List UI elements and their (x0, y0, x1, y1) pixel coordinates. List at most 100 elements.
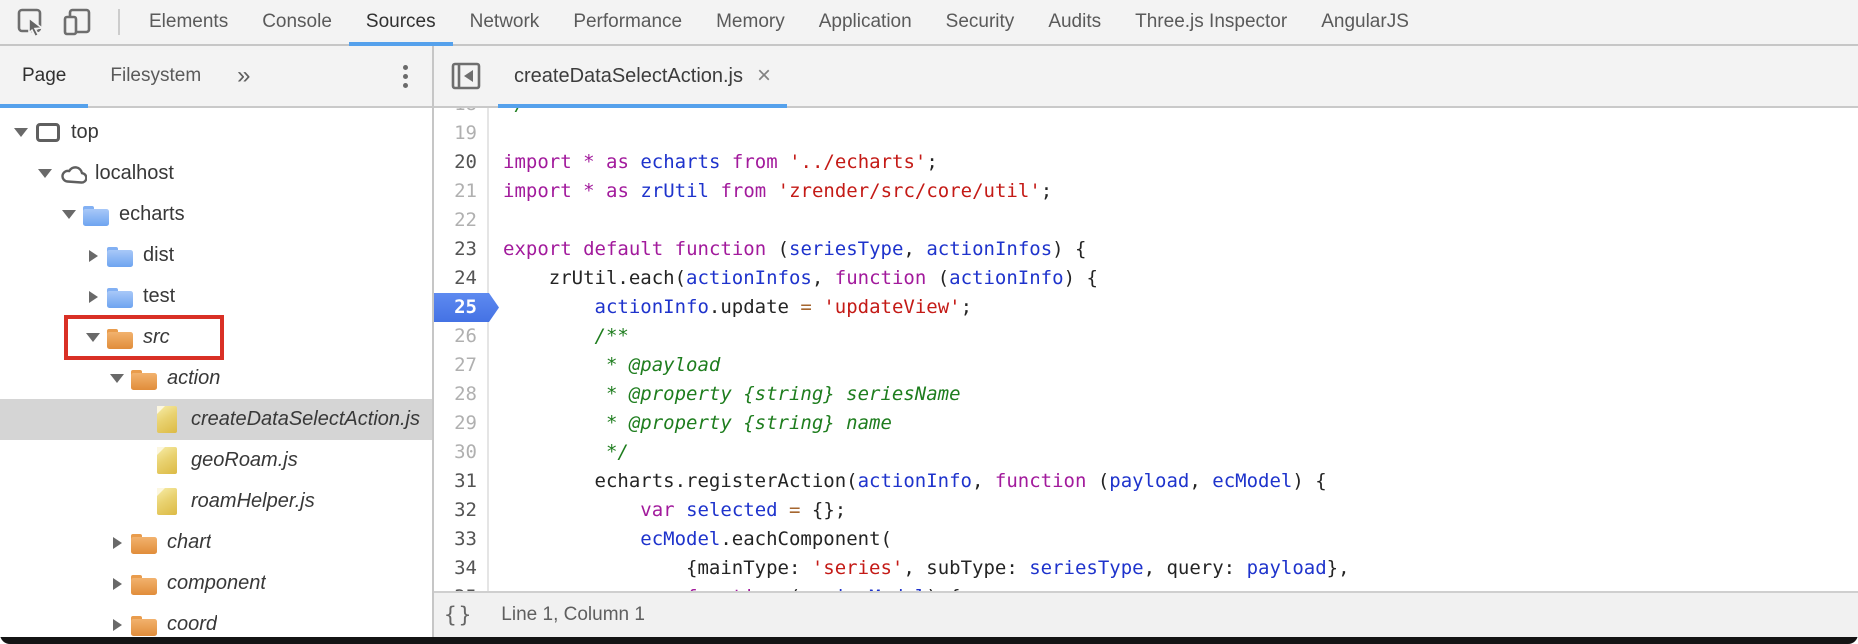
code-line-27: 27 * @payload (434, 351, 1858, 380)
line-number[interactable]: 23 (434, 235, 489, 264)
tree-item-src[interactable]: src (0, 317, 432, 358)
line-number[interactable]: 22 (434, 206, 489, 235)
tree-item-coord[interactable]: coord (0, 604, 432, 637)
code-text[interactable]: ecModel.eachComponent( (640, 528, 892, 550)
line-number[interactable]: 35 (434, 583, 489, 591)
line-number[interactable]: 31 (434, 467, 489, 496)
device-toolbar-button[interactable] (62, 7, 92, 37)
line-number[interactable]: 21 (434, 177, 489, 206)
tree-item-localhost[interactable]: localhost (0, 153, 432, 194)
tree-item-label: dist (143, 244, 175, 266)
tree-item-createdataselectaction-js[interactable]: createDataSelectAction.js (0, 399, 432, 440)
line-number[interactable]: 33 (434, 525, 489, 554)
code-text[interactable]: * @property {string} name (503, 412, 892, 434)
breakpoint-marker[interactable]: 25 (434, 293, 499, 322)
tree-item-dist[interactable]: dist (0, 235, 432, 276)
editor-tab-strip: createDataSelectAction.js × (434, 46, 1858, 108)
disclosure-open-icon[interactable] (37, 169, 53, 178)
panel-tab-console[interactable]: Console (262, 11, 332, 32)
more-tabs-icon[interactable]: » (237, 62, 251, 89)
close-tab-icon[interactable]: × (757, 62, 772, 89)
tree-item-label: component (167, 572, 266, 594)
code-line-31: 31 echarts.registerAction(actionInfo, fu… (434, 467, 1858, 496)
code-text[interactable]: zrUtil.each(actionInfos, function (actio… (503, 267, 1098, 289)
toolbar-divider (118, 9, 120, 35)
panel-tab-memory[interactable]: Memory (716, 11, 785, 32)
tree-item-roamhelper-js[interactable]: roamHelper.js (0, 481, 432, 522)
frame-icon (35, 121, 61, 145)
navigator-toggle-icon (451, 62, 481, 90)
disclosure-closed-icon[interactable] (109, 618, 125, 631)
disclosure-open-icon[interactable] (109, 374, 125, 383)
panel-tab-three-js-inspector[interactable]: Three.js Inspector (1135, 11, 1288, 32)
tree-item-chart[interactable]: chart (0, 522, 432, 563)
code-line-20: 20 import * as echarts from '../echarts'; (434, 148, 1858, 177)
line-number[interactable]: 26 (434, 322, 489, 351)
code-text[interactable]: function (seriesModel) { (489, 583, 961, 591)
tree-item-component[interactable]: component (0, 563, 432, 604)
inspect-element-button[interactable] (16, 7, 46, 37)
code-text[interactable]: export default function (seriesType, act… (503, 238, 1087, 260)
code-text[interactable]: echarts.registerAction(actionInfo, funct… (503, 470, 1327, 492)
code-line-19: 19 (434, 119, 1858, 148)
code-text[interactable]: actionInfo.update = 'updateView'; (594, 296, 973, 318)
panel-tab-network[interactable]: Network (469, 11, 540, 32)
disclosure-closed-icon[interactable] (109, 577, 125, 590)
panel-tab-application[interactable]: Application (818, 11, 912, 32)
line-number[interactable]: 32 (434, 496, 489, 525)
panel-tab-angularjs[interactable]: AngularJS (1321, 11, 1409, 32)
tree-item-georoam-js[interactable]: geoRoam.js (0, 440, 432, 481)
disclosure-closed-icon[interactable] (85, 290, 101, 303)
code-text[interactable]: /** (503, 325, 629, 347)
code-text[interactable]: import * as zrUtil from 'zrender/src/cor… (503, 180, 1053, 202)
code-line-22: 22 (434, 206, 1858, 235)
code-text[interactable] (489, 206, 503, 235)
disclosure-open-icon[interactable] (85, 333, 101, 342)
panel-tab-elements[interactable]: Elements (149, 11, 229, 32)
tree-item-test[interactable]: test (0, 276, 432, 317)
file-icon (155, 405, 181, 433)
hide-navigator-button[interactable] (434, 46, 498, 106)
line-number[interactable]: 30 (434, 438, 489, 467)
code-text[interactable]: * @property {string} seriesName (503, 383, 961, 405)
navigator-tab-filesystem[interactable]: Filesystem (110, 65, 202, 86)
line-number[interactable]: 28 (434, 380, 489, 409)
code-line-29: 29 * @property {string} name (434, 409, 1858, 438)
code-line-28: 28 * @property {string} seriesName (434, 380, 1858, 409)
line-number[interactable]: 29 (434, 409, 489, 438)
tree-item-action[interactable]: action (0, 358, 432, 399)
line-number[interactable]: 18 (434, 108, 489, 119)
code-text[interactable]: {mainType: 'series', subType: seriesType… (503, 557, 1350, 579)
line-number[interactable]: 24 (434, 264, 489, 293)
tree-item-top[interactable]: top (0, 112, 432, 153)
disclosure-open-icon[interactable] (13, 128, 29, 137)
code-text[interactable]: var selected = {}; (640, 499, 847, 521)
navigator-tab-page[interactable]: Page (0, 46, 89, 108)
code-text[interactable] (489, 119, 503, 148)
line-number[interactable]: 27 (434, 351, 489, 380)
panel-tab-performance[interactable]: Performance (573, 11, 683, 32)
panel-tab-audits[interactable]: Audits (1048, 11, 1102, 32)
line-number[interactable]: 34 (434, 554, 489, 583)
code-line-34: 34 {mainType: 'series', subType: seriesT… (434, 554, 1858, 583)
kebab-menu-icon[interactable] (399, 61, 412, 92)
tree-item-echarts[interactable]: echarts (0, 194, 432, 235)
disclosure-closed-icon[interactable] (109, 536, 125, 549)
code-text[interactable]: * @payload (503, 354, 721, 376)
panel-tab-sources[interactable]: Sources (348, 0, 453, 46)
file-tab-createDataSelectAction[interactable]: createDataSelectAction.js × (498, 46, 788, 108)
code-text[interactable]: */ (503, 441, 629, 463)
disclosure-open-icon[interactable] (61, 210, 77, 219)
pretty-print-button[interactable]: {} (444, 603, 474, 627)
panel-tab-security[interactable]: Security (945, 11, 1015, 32)
line-number[interactable]: 20 (434, 148, 489, 177)
file-icon (155, 446, 181, 474)
window-bottom-edge (0, 637, 1858, 644)
line-number[interactable]: 19 (434, 119, 489, 148)
code-text[interactable]: import * as echarts from '../echarts'; (503, 151, 938, 173)
disclosure-closed-icon[interactable] (85, 249, 101, 262)
folder-blue-icon (107, 285, 133, 309)
code-text[interactable]: */ (489, 108, 526, 119)
